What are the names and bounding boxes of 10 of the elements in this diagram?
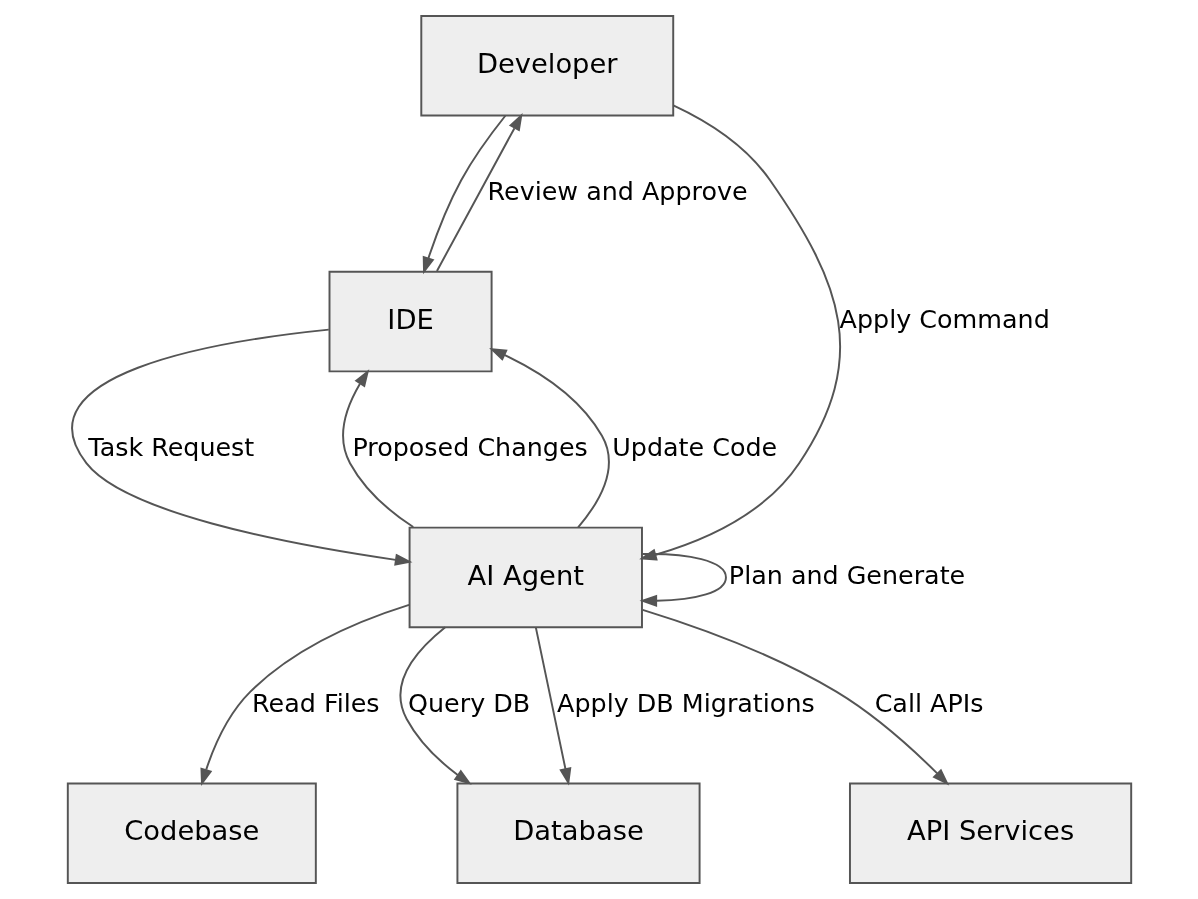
- edge-label: Call APIs: [874, 687, 983, 718]
- edge-label: Apply Command: [839, 304, 1050, 335]
- edge-label: Plan and Generate: [728, 560, 965, 591]
- edge-label: Task Request: [87, 432, 254, 463]
- edge-label: Read Files: [251, 687, 380, 718]
- edge-label: Update Code: [611, 432, 777, 463]
- edge-label: Proposed Changes: [351, 432, 588, 463]
- edge-label: Query DB: [407, 687, 530, 718]
- edge-label: Review and Approve: [487, 176, 748, 207]
- edge-label: Apply DB Migrations: [556, 687, 815, 718]
